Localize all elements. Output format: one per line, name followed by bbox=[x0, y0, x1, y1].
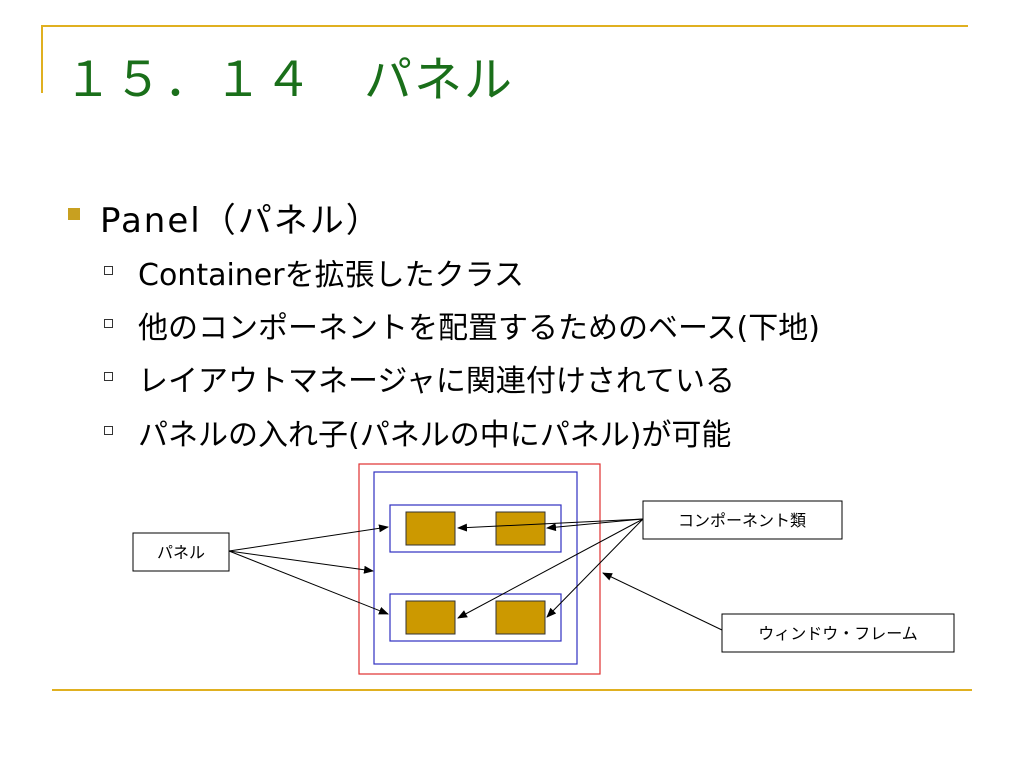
left-rule bbox=[41, 25, 43, 93]
sub-bullet-text: レイアウトマネージャに関連付けされている bbox=[138, 364, 735, 399]
arrow-to-window-frame bbox=[602, 572, 723, 631]
window-frame-box bbox=[358, 463, 601, 675]
outer-panel-box bbox=[373, 471, 578, 665]
arrow-to-component bbox=[457, 518, 644, 532]
top-rule bbox=[41, 25, 968, 27]
component-block bbox=[495, 511, 546, 546]
arrow-to-component bbox=[546, 518, 644, 618]
window-frame-label-box bbox=[721, 613, 955, 653]
arrow-to-outer-panel bbox=[228, 550, 374, 574]
arrow-to-inner-panel-bottom bbox=[228, 550, 389, 615]
sub-bullet-text: 他のコンポーネントを配置するためのベース(下地) bbox=[138, 311, 820, 346]
inner-panel-top-box bbox=[389, 504, 562, 553]
panel-label-box bbox=[132, 532, 230, 572]
bullet-square bbox=[68, 208, 80, 220]
inner-panel-bottom-box bbox=[389, 593, 562, 642]
hollow-square-bullet-icon bbox=[104, 426, 113, 435]
main-bullet-text: Panel（パネル） bbox=[100, 201, 382, 241]
hollow-square-bullet-icon bbox=[104, 372, 113, 381]
components-label-box bbox=[642, 500, 843, 540]
window-frame-label: ウィンドウ・フレーム bbox=[758, 624, 918, 643]
arrow-to-component bbox=[546, 518, 644, 532]
hollow-square-bullet-icon bbox=[104, 319, 113, 328]
hollow-square-bullet-icon bbox=[104, 266, 113, 275]
component-block bbox=[495, 600, 546, 635]
components-label: コンポーネント類 bbox=[678, 511, 806, 530]
slide-title: １５．１４ パネル bbox=[64, 52, 515, 108]
component-block bbox=[405, 600, 456, 635]
component-block bbox=[405, 511, 456, 546]
sub-bullet-text: Containerを拡張したクラス bbox=[138, 258, 525, 293]
arrow-to-inner-panel-top bbox=[228, 524, 389, 552]
bottom-rule bbox=[52, 689, 972, 691]
arrow-to-component bbox=[457, 518, 644, 619]
panel-label: パネル bbox=[157, 543, 205, 562]
sub-bullet-text: パネルの入れ子(パネルの中にパネル)が可能 bbox=[138, 418, 732, 453]
